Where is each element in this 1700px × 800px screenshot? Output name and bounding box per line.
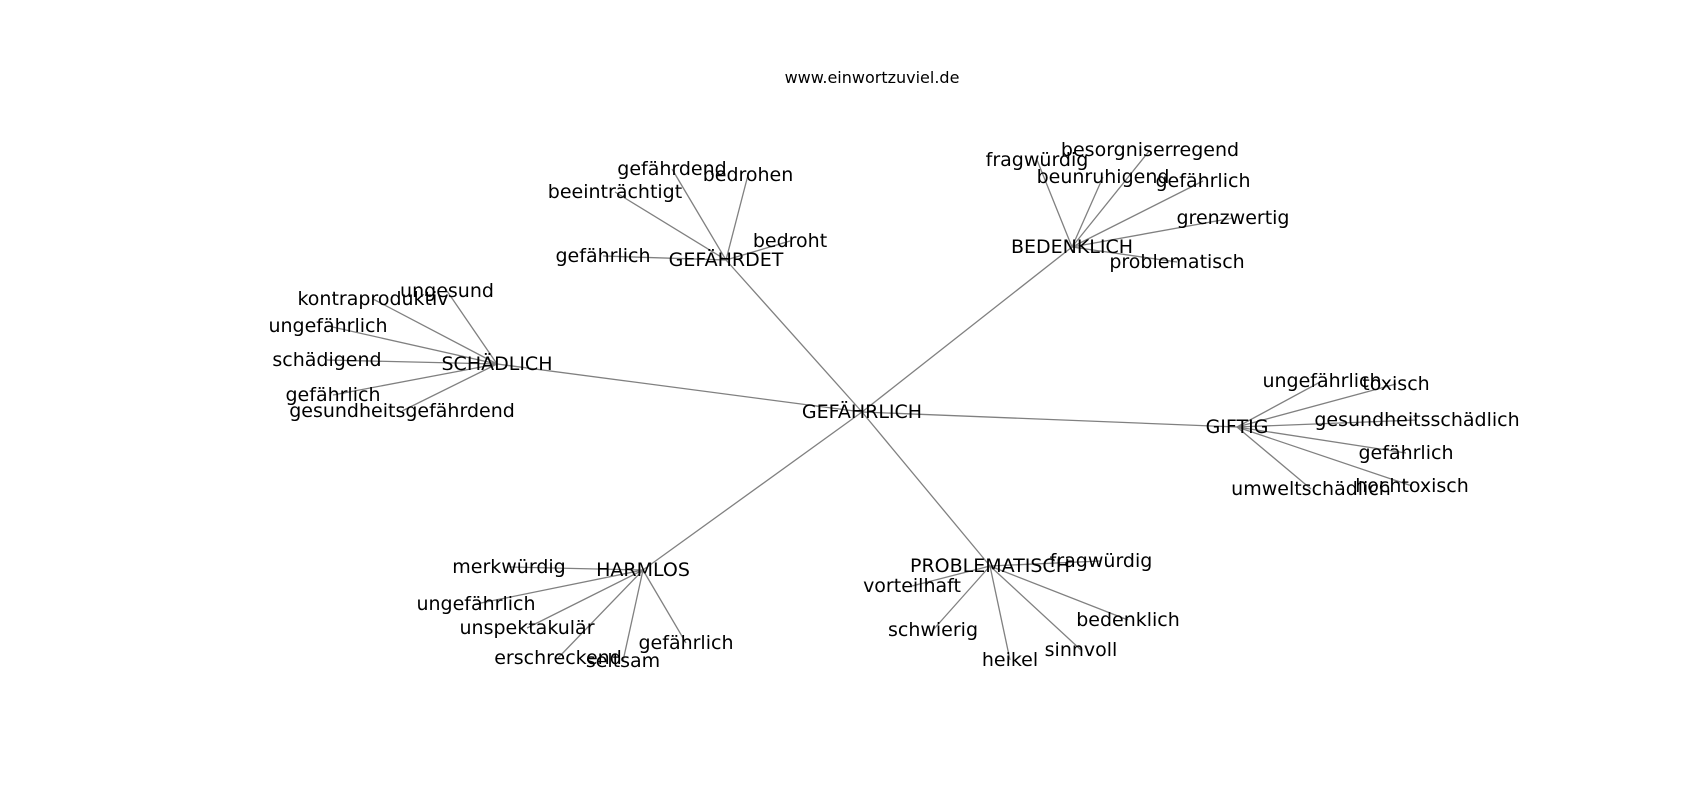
edge-h1-h1a [671,168,727,261]
edge-h1-h1d [725,240,791,261]
node-label-layer: GEFÄHRLICH GEFÄHRDET BEDENKLICH SCHÄDLICH GI… [268,139,1519,672]
leaf-node-label: ungefährlich [1262,370,1381,392]
leaf-node-label: gefährlich [1359,442,1454,464]
edge-h3-h3c [327,325,498,365]
edge-h2-h2a [1071,149,1151,248]
edge-h1-h1e [602,255,727,261]
leaf-node-label: gefährlich [639,632,734,654]
hub-node-label: GEFÄHRLICH [802,400,922,423]
leaf-node-label: ungefährlich [268,315,387,337]
edge-h3-h3b [372,298,498,365]
leaf-node-label: erschreckend [494,647,622,669]
edge-h3-h3f [401,363,498,412]
leaf-node-label: gefährlich [556,245,651,267]
edge-h4-h4f [1236,426,1312,490]
edge-h3-h3e [332,363,498,396]
edge-h4-h4d [1236,426,1407,454]
edge-h6-h6d [932,565,991,631]
edge-root-h6 [861,411,991,567]
edge-h6-h6a [989,560,1102,567]
edge-h3-h3a [446,290,498,365]
leaf-node-label: bedrohen [703,164,794,186]
edge-root-h4 [861,411,1238,428]
leaf-node-label: bedenklich [1076,609,1180,631]
edge-root-h3 [496,363,863,413]
leaf-node-label: problematisch [1109,251,1244,273]
leaf-node-label: heikel [982,649,1038,671]
edge-h2-h2d [1071,180,1204,248]
leaf-node-label: toxisch [1362,373,1429,395]
leaf-node-label: schädigend [272,349,381,371]
leaf-node-label: vorteilhaft [863,575,961,597]
hub-node-label: BEDENKLICH [1011,236,1133,258]
edge-h6-h6f [989,565,1011,661]
leaf-node-label: beeinträchtigt [548,181,682,203]
edge-h2-h2f [1071,246,1178,263]
edge-h6-h6b [911,565,991,587]
hub-node-label: SCHÄDLICH [442,352,553,375]
leaf-node-label: hochtoxisch [1355,475,1469,497]
edge-root-h2 [861,246,1073,413]
hub-node-label: PROBLEMATISCH [910,555,1070,577]
edge-h6-h6e [989,565,1082,651]
leaf-node-label: ungesund [400,280,494,302]
edge-h4-h4a [1236,380,1323,428]
leaf-node-label: bedroht [753,230,827,252]
edge-root-h5 [642,411,863,571]
edge-h5-h5d [557,569,644,659]
leaf-node-label: ungefährlich [416,593,535,615]
leaf-node-label: grenzwertig [1177,207,1290,229]
edge-layer [326,149,1418,662]
edge-h2-h2c [1071,176,1104,248]
edge-h3-h3d [326,359,498,365]
edge-h5-h5b [475,569,644,605]
edge-h5-h5f [642,569,687,644]
edge-h2-h2b [1036,159,1073,248]
edge-h5-h5e [622,569,644,662]
leaf-node-label: kontraproduktiv [297,288,448,310]
edge-h4-h4c [1236,419,1418,428]
edge-h1-h1b [725,174,749,261]
leaf-node-label: gefährlich [286,384,381,406]
leaf-node-label: fragwürdig [986,149,1089,171]
leaf-node-label: merkwürdig [452,556,565,578]
leaf-node-label: besorgniserregend [1061,139,1239,161]
edge-h6-h6c [989,565,1129,621]
leaf-node-label: beunruhigend [1037,166,1170,188]
leaf-node-label: seltsam [586,650,660,672]
leaf-node-label: gefährdend [617,158,726,180]
leaf-node-label: sinnvoll [1045,639,1118,661]
edge-root-h1 [725,259,863,413]
edge-h1-h1c [614,191,727,261]
edge-h2-h2e [1071,217,1234,248]
edge-h4-h4b [1236,383,1397,428]
leaf-node-label: gesundheitsgefährdend [289,400,515,422]
leaf-node-label: gefährlich [1156,170,1251,192]
leaf-node-label: gesundheitsschädlich [1314,409,1519,431]
hub-node-label: HARMLOS [596,559,690,581]
edge-h4-h4e [1236,426,1413,487]
leaf-node-label: umweltschädlich [1231,478,1391,500]
edge-h5-h5a [508,566,644,571]
leaf-node-label: unspektakulär [459,617,594,639]
leaf-node-label: schwierig [888,619,978,641]
hub-node-label: GEFÄHRDET [669,248,784,271]
site-url-title: www.einwortzuviel.de [785,68,960,87]
edge-h5-h5c [526,569,644,629]
leaf-node-label: fragwürdig [1050,550,1153,572]
hub-node-label: GIFTIG [1206,416,1269,438]
